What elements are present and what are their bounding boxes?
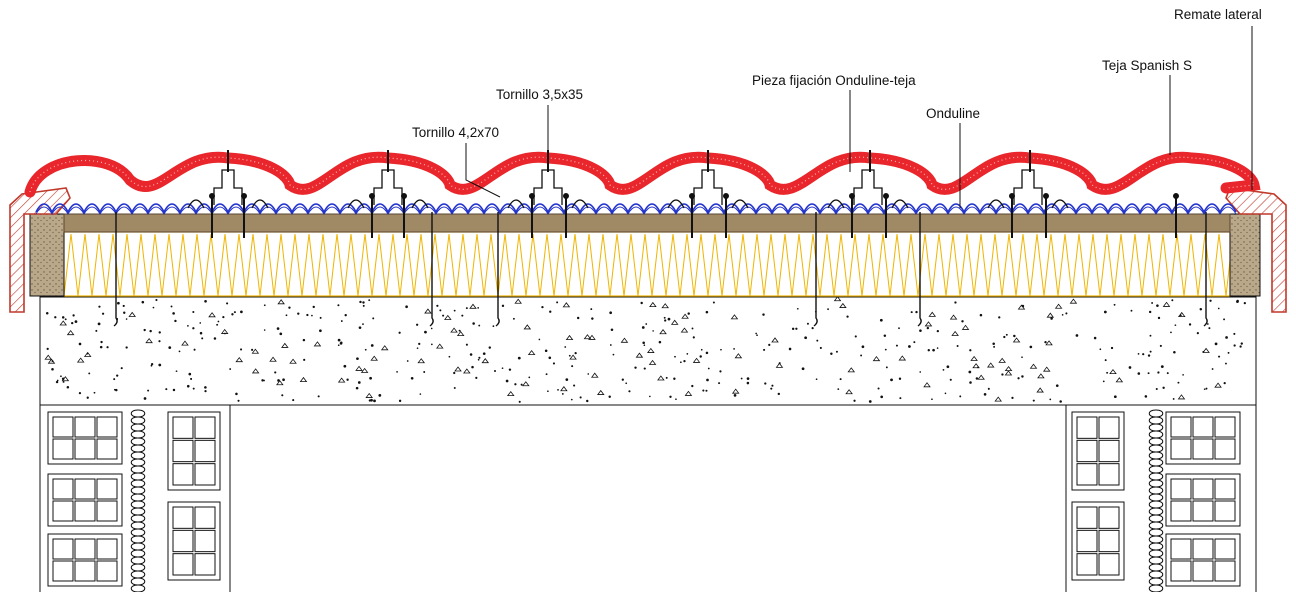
screws	[113, 150, 1208, 327]
label-teja-spanish-s: Teja Spanish S	[1102, 58, 1192, 73]
label-pieza-fijacion: Pieza fijación Onduline-teja	[752, 73, 916, 88]
timber-block-left	[29, 213, 65, 297]
concrete-slab	[39, 296, 1257, 406]
tile-texture	[29, 156, 1255, 193]
label-remate-lateral: Remate lateral	[1174, 7, 1262, 22]
onduline-sheet	[35, 203, 1237, 214]
lateral-flashing-left	[9, 187, 71, 313]
onduline-sheet-lower	[35, 206, 1237, 216]
timber-block-right	[1229, 213, 1261, 297]
leader-lines	[465, 26, 1253, 208]
spanish-s-tiles	[24, 151, 1261, 198]
label-tornillo-35: Tornillo 3,5x35	[496, 87, 583, 102]
right-wall	[1065, 405, 1257, 592]
label-onduline: Onduline	[926, 106, 980, 121]
lateral-flashing-right	[1225, 187, 1287, 313]
left-wall	[39, 405, 231, 592]
timber-board-layer	[63, 213, 1231, 233]
insulation-layer	[63, 231, 1241, 297]
label-tornillo-42: Tornillo 4,2x70	[412, 125, 499, 140]
